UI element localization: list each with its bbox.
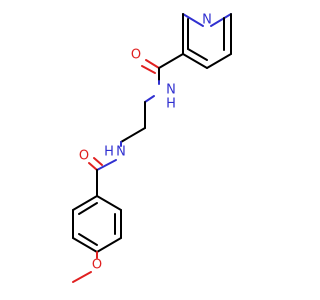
methoxy-o-label: O	[92, 258, 102, 273]
upper-amide-n-label: N	[166, 83, 176, 98]
lower-amide-n-label: N	[116, 145, 126, 160]
upper-carbonyl-o-label: O	[131, 48, 141, 63]
lower-carbonyl-o-label: O	[79, 149, 89, 164]
pyridine-ring	[182, 13, 232, 69]
upper-amide	[141, 53, 184, 103]
propyl-chain	[120, 101, 146, 147]
lower-amide	[88, 157, 117, 197]
upper-amide-h-label: H	[166, 97, 176, 112]
pyridine-n-label: N	[202, 13, 212, 28]
methoxy-group	[72, 251, 98, 283]
lower-amide-h-label: H	[104, 145, 114, 160]
molecule-structure: N O N H N H O O	[72, 13, 232, 283]
benzene-ring	[72, 195, 122, 253]
